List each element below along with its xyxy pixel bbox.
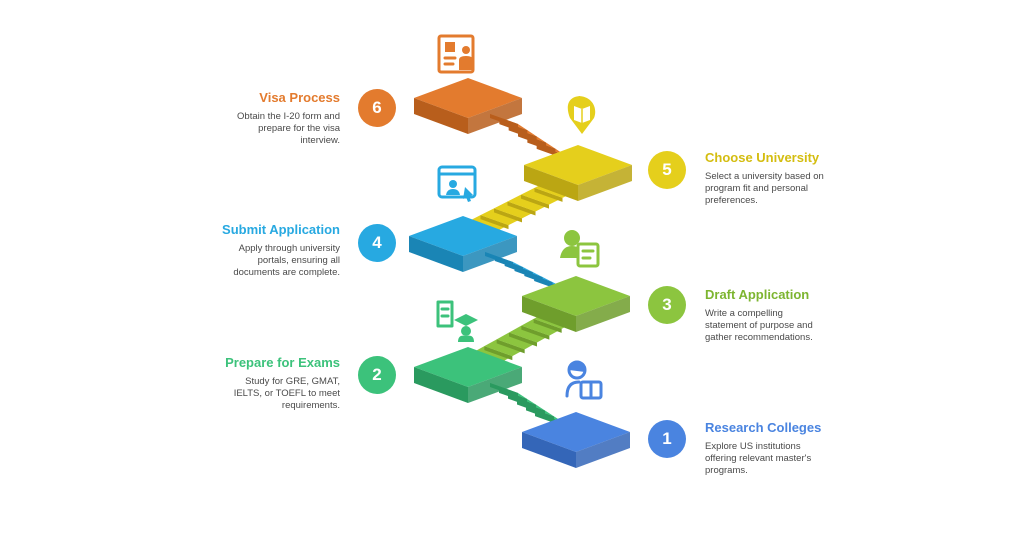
step-6-badge: 6 — [358, 89, 396, 127]
stair-flight-5-6 — [490, 114, 574, 161]
step-4-title: Submit Application — [222, 222, 340, 237]
step-6-description: Obtain the I-20 form and prepare for the… — [237, 111, 340, 146]
platform-step-2 — [414, 347, 522, 403]
platform-step-3 — [522, 276, 630, 332]
step-2-badge: 2 — [358, 356, 396, 394]
platform-step-6 — [414, 78, 522, 134]
step-3-badge: 3 — [648, 286, 686, 324]
step-4-text: Submit Application Apply through univers… — [110, 222, 340, 279]
platform-step-1 — [522, 412, 630, 468]
student-reading-icon — [565, 360, 603, 400]
writer-document-icon — [560, 230, 600, 268]
step-5-description: Select a university based on program fit… — [705, 171, 824, 206]
step-5-badge: 5 — [648, 151, 686, 189]
step-4-description: Apply through university portals, ensuri… — [233, 243, 340, 278]
graduate-exam-icon — [436, 300, 478, 342]
step-2-description: Study for GRE, GMAT, IELTS, or TOEFL to … — [233, 376, 340, 411]
id-document-icon — [437, 34, 475, 74]
step-2-title: Prepare for Exams — [225, 355, 340, 370]
step-5-text: Choose University Select a university ba… — [705, 150, 935, 207]
online-portal-icon — [437, 165, 477, 202]
step-2-text: Prepare for Exams Study for GRE, GMAT, I… — [110, 355, 340, 412]
step-5-title: Choose University — [705, 150, 820, 165]
step-1-text: Research Colleges Explore US institution… — [705, 420, 935, 477]
step-1-badge: 1 — [648, 420, 686, 458]
step-3-description: Write a compelling statement of purpose … — [705, 308, 813, 343]
platform-step-5 — [524, 145, 632, 201]
step-4-badge: 4 — [358, 224, 396, 262]
step-6-text: Visa Process Obtain the I-20 form and pr… — [110, 90, 340, 147]
step-3-text: Draft Application Write a compelling sta… — [705, 287, 935, 344]
step-1-title: Research Colleges — [705, 420, 822, 435]
step-3-title: Draft Application — [705, 287, 810, 302]
book-pin-icon — [567, 96, 596, 134]
step-6-title: Visa Process — [259, 90, 340, 105]
platform-step-4 — [409, 216, 517, 272]
step-1-description: Explore US institutions offering relevan… — [705, 441, 812, 476]
